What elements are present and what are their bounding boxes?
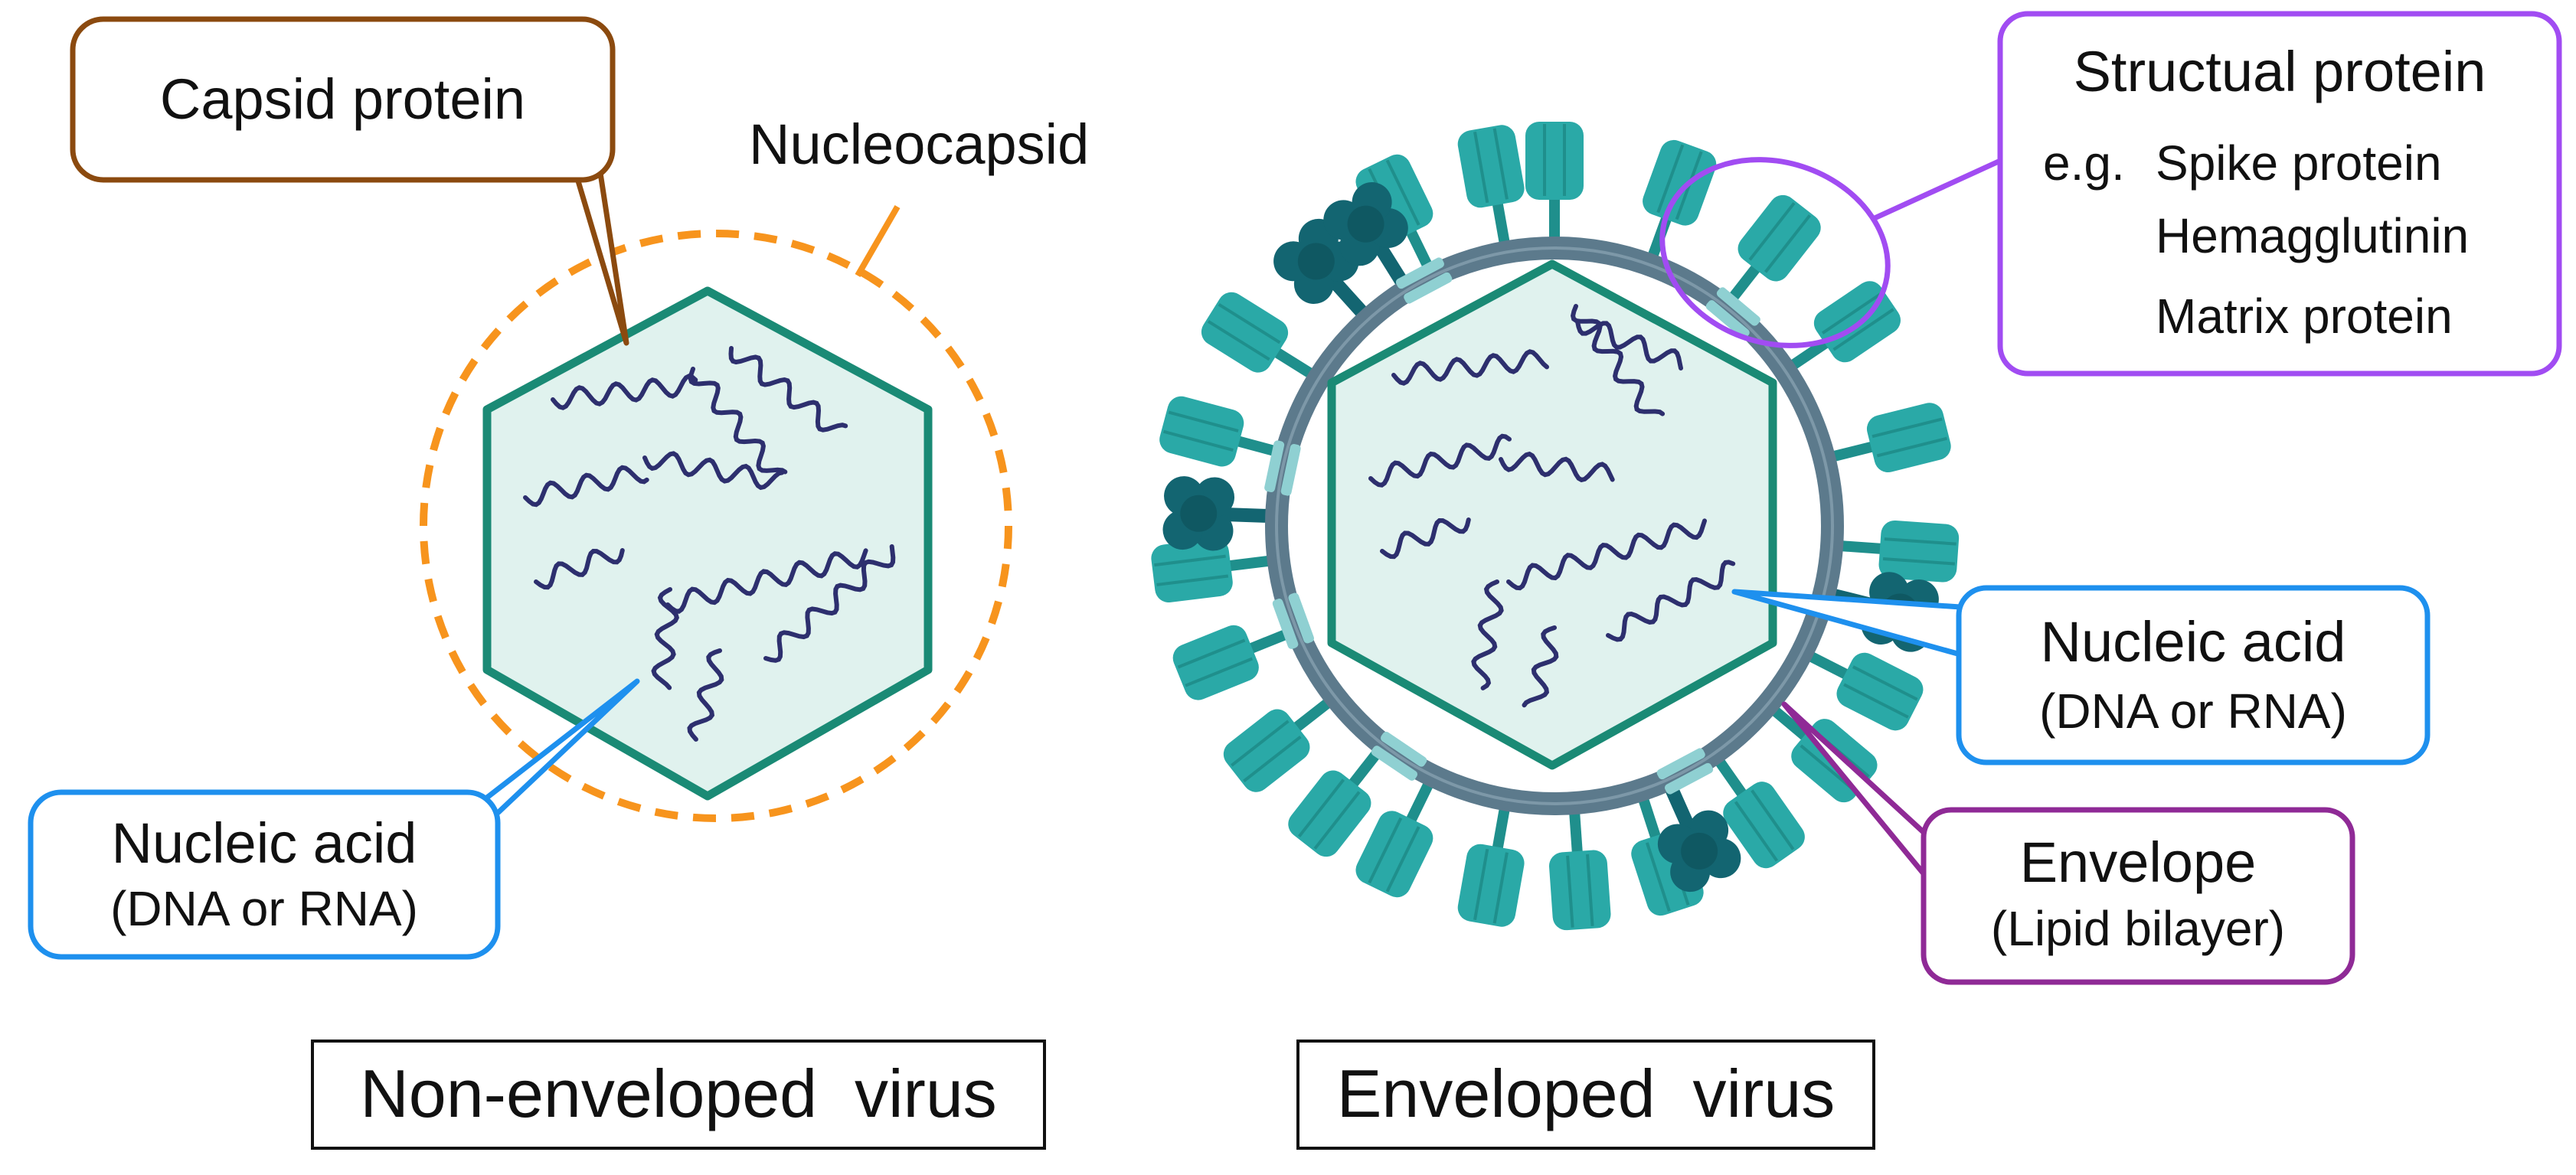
structural-protein-callout-box bbox=[1997, 11, 2562, 377]
nucleic-acid-right-callout-box bbox=[1956, 585, 2431, 765]
envelope-label: Envelope bbox=[2019, 831, 2257, 894]
envelope-callout-box bbox=[1921, 807, 2355, 985]
nucleic-acid-strand bbox=[1380, 517, 1471, 560]
capsid-protein-callout-box bbox=[70, 16, 616, 183]
nucleic-acid-strand bbox=[763, 544, 896, 663]
spike-protein-icon bbox=[1456, 122, 1534, 250]
nucleic-acid-left-label: Nucleic acid bbox=[111, 811, 417, 875]
nucleic-acid-strand bbox=[642, 451, 785, 491]
spike-protein-icon bbox=[1545, 808, 1612, 931]
non-enveloped-caption: Non-enveloped virus bbox=[360, 1056, 997, 1131]
nucleic-acid-right-label: Nucleic acid bbox=[2040, 610, 2346, 674]
non-enveloped-caption-box bbox=[311, 1040, 1046, 1150]
inner-capsid-hexagon bbox=[1327, 259, 1777, 770]
envelope-membrane-inner-line bbox=[1275, 246, 1834, 805]
capsid-protein-label: Capsid protein bbox=[159, 67, 526, 131]
nucleic-acid-strand bbox=[1499, 451, 1615, 483]
nucleic-acid-strand bbox=[687, 648, 724, 742]
nucleic-acid-right-pointer bbox=[1731, 589, 1961, 658]
nucleic-acid-strand bbox=[1506, 518, 1707, 591]
nucleic-acid-strand bbox=[688, 367, 788, 475]
envelope-sublabel: (Lipid bilayer) bbox=[1990, 901, 2286, 956]
nucleocapsid-leader bbox=[855, 204, 901, 278]
nucleic-acid-strand bbox=[1522, 625, 1559, 708]
nucleic-acid-strand bbox=[523, 465, 649, 508]
nucleic-acid-strand bbox=[1575, 319, 1683, 370]
enveloped-virus bbox=[1149, 11, 2562, 1150]
nucleic-acid-right-sublabel: (DNA or RNA) bbox=[2039, 684, 2347, 739]
capsid-protein-pointer bbox=[570, 162, 629, 346]
non-enveloped-virus bbox=[28, 16, 1046, 1150]
enveloped-caption: Enveloped virus bbox=[1336, 1056, 1836, 1131]
nucleic-acid-strand bbox=[551, 374, 698, 410]
nucleocapsid-label: Nucleocapsid bbox=[749, 113, 1090, 176]
structural-protein-highlight bbox=[1659, 157, 1891, 348]
structural-protein-leader bbox=[1873, 158, 2002, 221]
nucleocapsid-boundary bbox=[420, 230, 1012, 822]
spike-protein-icon bbox=[1456, 802, 1534, 929]
enveloped-caption-box bbox=[1296, 1040, 1875, 1150]
nucleic-acid-strands bbox=[523, 346, 896, 742]
nucleic-acid-left-callout-box bbox=[28, 789, 501, 960]
spike-protein-icon bbox=[1156, 393, 1286, 481]
structural-protein-eg: e.g. bbox=[2043, 135, 2125, 191]
structural-protein-example-spike: Spike protein bbox=[2156, 135, 2442, 191]
nucleic-acid-strand bbox=[728, 346, 848, 432]
nucleic-acid-strand bbox=[1368, 433, 1512, 488]
nucleic-acid-strands-enveloped bbox=[1368, 304, 1736, 708]
structural-protein-example-hemagglutinin: Hemagglutinin bbox=[2156, 208, 2470, 263]
nucleic-acid-left-pointer bbox=[465, 678, 640, 815]
nucleic-acid-strand bbox=[651, 587, 680, 690]
envelope-pointer bbox=[1781, 701, 1928, 879]
hemagglutinin-icon bbox=[1162, 475, 1270, 553]
nucleic-acid-strand bbox=[1571, 304, 1666, 416]
nucleic-acid-strand bbox=[1471, 579, 1504, 690]
nucleic-acid-strand bbox=[534, 548, 625, 590]
nucleic-acid-strand bbox=[1391, 349, 1549, 386]
structural-protein-example-matrix: Matrix protein bbox=[2156, 289, 2453, 344]
spike-protein-icon bbox=[1525, 122, 1584, 240]
structural-protein-title: Structual protein bbox=[2073, 40, 2486, 103]
nucleic-acid-strand bbox=[665, 548, 868, 614]
nucleic-acid-left-sublabel: (DNA or RNA) bbox=[110, 881, 418, 936]
nucleic-acid-strand bbox=[1606, 560, 1736, 642]
spike-protein-icon bbox=[1825, 400, 1954, 485]
spike-protein-icon bbox=[1837, 517, 1960, 583]
